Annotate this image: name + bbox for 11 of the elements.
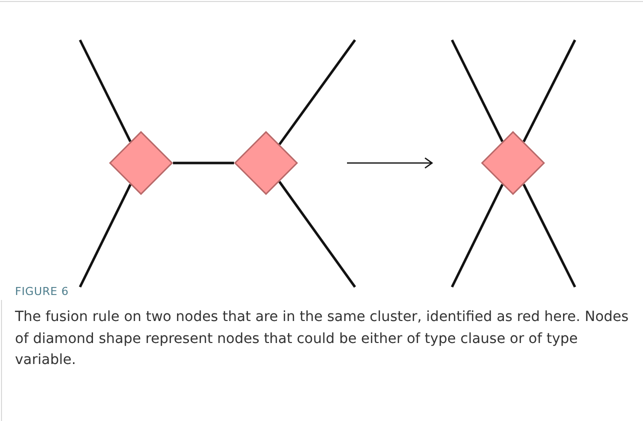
connector-line [173, 162, 234, 164]
connector-line [450, 39, 504, 142]
connector-line [522, 184, 576, 288]
connector-line [78, 39, 132, 142]
connector-line [278, 39, 356, 146]
connector-line [78, 184, 132, 288]
figure-label: FIGURE 6 [15, 285, 69, 298]
connector-line [450, 184, 504, 288]
connector-line [278, 180, 356, 288]
connector-line [522, 39, 576, 142]
figure-caption: The fusion rule on two nodes that are in the same cluster, identified as red here. Nodes of diamond shape represent nodes that could be either of type clause or of type variable. [15, 308, 630, 370]
